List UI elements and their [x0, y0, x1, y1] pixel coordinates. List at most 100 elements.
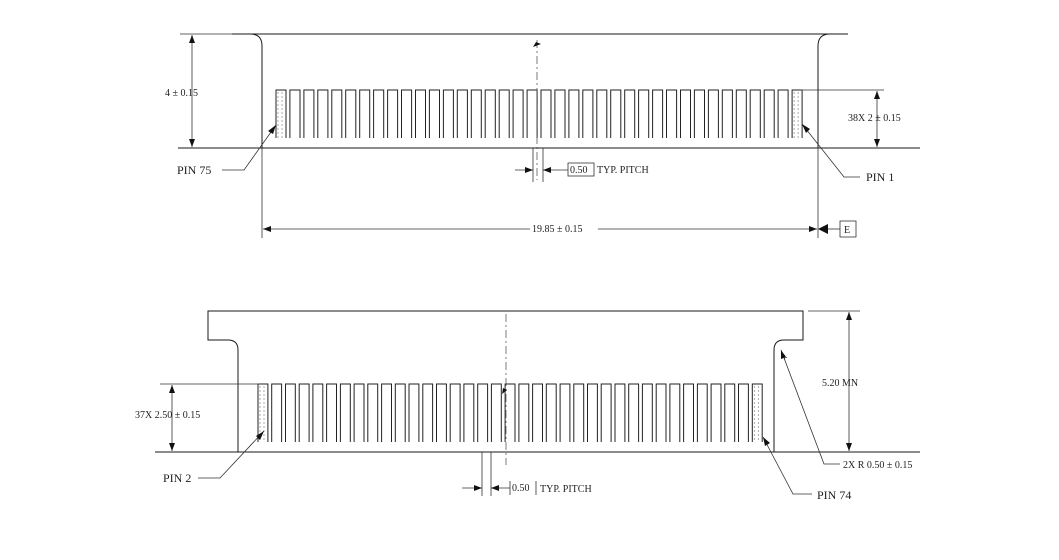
bottom-pin	[751, 383, 763, 442]
bottom-pin	[394, 383, 406, 442]
bottom-pin74-arrow	[763, 437, 770, 446]
bottom-pin	[326, 383, 337, 442]
bottom-pin74-leader	[762, 436, 812, 495]
bottom-pin	[559, 383, 571, 442]
top-pin	[401, 89, 413, 138]
top-pin	[707, 89, 719, 138]
bottom-pin	[449, 383, 461, 442]
top-pin	[652, 89, 664, 138]
bottom-pitch-arrow-right	[491, 485, 499, 491]
top-pitch-arrow-left	[525, 167, 533, 173]
top-pin	[470, 89, 482, 138]
top-pin75-arrow	[268, 125, 276, 134]
bottom-pin	[710, 383, 722, 442]
top-pin	[498, 89, 510, 138]
bottom-pin	[490, 383, 502, 442]
top-width-arrow-left	[263, 226, 271, 232]
bottom-height-arrow-down	[846, 443, 852, 451]
top-pitch-note: TYP. PITCH	[597, 165, 649, 176]
top-pin	[596, 89, 608, 138]
top-pin75-leader	[222, 124, 277, 171]
top-pitch-box	[567, 162, 595, 177]
bottom-pin	[339, 383, 351, 442]
bottom-pin	[518, 383, 530, 442]
bottom-pin	[408, 383, 420, 442]
top-pin	[359, 89, 371, 138]
bottom-pin	[600, 383, 612, 442]
bottom-pin	[669, 383, 681, 442]
top-pin	[568, 89, 580, 138]
bottom-pin-left-label: PIN 2	[163, 471, 191, 485]
top-pin	[303, 89, 315, 138]
bottom-radius-plus: +	[782, 353, 788, 364]
top-pin	[582, 89, 594, 138]
top-pin	[554, 89, 566, 138]
top-view: 4 ± 0.15 38X 2 ± 0.15 0.50 TYP. PITCH PI…	[165, 33, 920, 238]
bottom-pin	[477, 383, 489, 442]
bottom-pin-row	[257, 383, 763, 442]
bottom-centerline-arrow	[502, 388, 507, 394]
top-pin-dim-arrow-up	[874, 91, 880, 99]
top-pin	[693, 89, 705, 138]
bottom-pin	[683, 383, 694, 442]
top-height-arrow-up	[189, 35, 195, 43]
top-pin	[442, 89, 454, 138]
bottom-pin	[724, 383, 736, 442]
top-pin	[275, 89, 287, 138]
datum-e-label: E	[844, 225, 850, 236]
top-pin	[526, 89, 538, 138]
top-pin	[749, 89, 761, 138]
bottom-height-dim-label: 5.20 MN	[822, 378, 858, 389]
top-pin-dim-arrow-down	[874, 139, 880, 147]
bottom-pin-length-label: 37X 2.50 ± 0.15	[135, 410, 200, 421]
bottom-pin	[628, 383, 640, 442]
top-pin	[624, 89, 636, 138]
top-width-dim-label: 19.85 ± 0.15	[532, 224, 583, 235]
top-pin	[735, 89, 747, 138]
bottom-height-arrow-up	[846, 312, 852, 320]
top-pin	[666, 89, 678, 138]
top-pin	[289, 89, 301, 138]
top-pin	[415, 89, 426, 138]
datum-e-triangle	[818, 224, 828, 234]
bottom-pin	[298, 383, 310, 442]
bottom-pin	[614, 383, 626, 442]
bottom-pitch-value: 0.50	[512, 483, 530, 494]
bottom-pin-right-label: PIN 74	[817, 488, 851, 502]
top-height-dim-label: 4 ± 0.15	[165, 88, 198, 99]
top-pin	[387, 89, 399, 138]
top-pin1-leader	[801, 123, 860, 178]
top-centerline-arrow	[533, 42, 541, 47]
bottom-pin	[696, 383, 708, 442]
top-pitch-value: 0.50	[570, 165, 588, 176]
bottom-pin	[463, 383, 475, 442]
top-pin	[680, 89, 691, 138]
bottom-pitch-arrow-left	[474, 485, 482, 491]
bottom-pin	[436, 383, 447, 442]
bottom-pin	[367, 383, 379, 442]
top-pin	[456, 89, 468, 138]
top-pin	[763, 89, 775, 138]
bottom-pitch-note: TYP. PITCH	[540, 484, 592, 495]
top-pin	[373, 89, 385, 138]
top-height-arrow-down	[189, 139, 195, 147]
bottom-pin-dim-arrow-down	[169, 443, 175, 451]
bottom-pin	[738, 383, 749, 442]
bottom-pin	[504, 383, 516, 442]
top-pin-row	[275, 89, 803, 138]
top-pitch-arrow-right	[543, 167, 551, 173]
top-pin	[428, 89, 440, 138]
bottom-pin-dim-arrow-up	[169, 385, 175, 393]
top-pin	[345, 89, 357, 138]
top-pin	[540, 89, 552, 138]
top-pin-left-label: PIN 75	[177, 163, 211, 177]
datum-e-box	[839, 220, 857, 238]
top-pin-right-label: PIN 1	[866, 170, 894, 184]
bottom-pin	[641, 383, 653, 442]
top-pin	[610, 89, 622, 138]
bottom-pin2-leader	[198, 430, 265, 479]
bottom-pin	[655, 383, 667, 442]
top-pin	[331, 89, 343, 138]
bottom-pin	[381, 383, 392, 442]
